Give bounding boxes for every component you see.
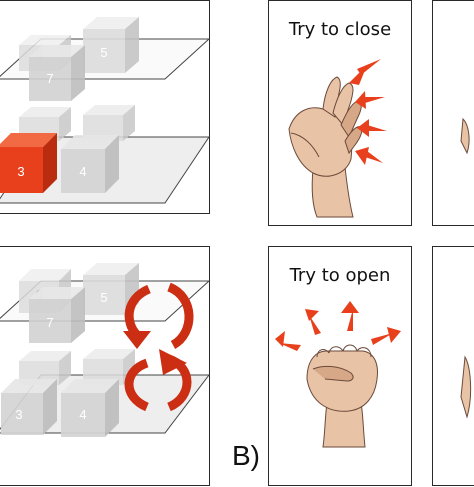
open-hand-icon [288,76,363,218]
cube-label: 4 [79,407,86,422]
panel-right-bottom-partial [432,246,474,486]
rotation-arrows-icon [123,282,194,412]
panel-try-to-close: Try to close [268,0,412,226]
cube-label: 4 [79,164,86,179]
panel-a-top: 6 5 7 3 [0,0,211,214]
cube-back-right [83,105,135,141]
layered-cubes-diagram-bottom: 6 5 7 3 [0,263,211,437]
cube-label: 3 [15,407,22,422]
cube-label: 5 [100,290,107,305]
cube-4: 4 [61,135,119,193]
layered-cubes-diagram-top: 6 5 7 3 [0,17,211,204]
cube-label: 7 [46,71,53,86]
cube-4: 4 [61,379,119,437]
open-hand-illustration [288,59,387,218]
cube-7: 7 [29,287,85,343]
panel-a-bottom: 6 5 7 3 [0,246,211,486]
partial-hand-icon [460,117,470,155]
cube-7: 7 [29,45,85,101]
cube-3: 3 [1,379,57,435]
cube-5: 5 [83,17,139,73]
partial-hand-icon [460,355,472,419]
cube-3-highlighted: 3 [0,133,57,193]
open-title: Try to open [289,265,391,286]
panel-right-top-partial [432,0,474,226]
panel-label-b: B) [232,440,260,471]
fist-icon [306,344,378,448]
cube-label: 5 [100,45,107,60]
open-arrows-icon [275,301,401,351]
panel-try-to-open: Try to open [268,246,412,486]
close-title: Try to close [288,19,392,40]
fist-illustration [275,301,401,448]
cube-label: 7 [46,315,53,330]
cube-label: 3 [17,164,24,179]
close-arrows-icon [349,59,387,165]
